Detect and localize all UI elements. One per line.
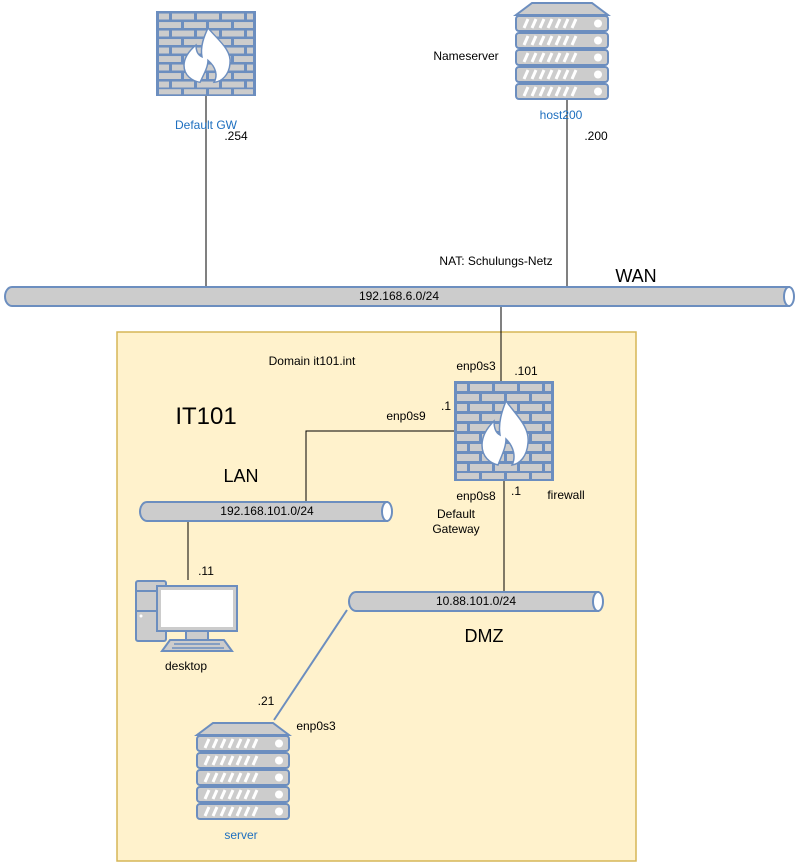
wan-name-label: WAN — [615, 266, 656, 286]
firewall-wan-ip: .101 — [514, 364, 538, 378]
zone-title: IT101 — [175, 403, 236, 430]
wan-bus[interactable] — [4, 286, 795, 307]
lan-bus[interactable] — [139, 501, 393, 522]
server-icon[interactable] — [195, 721, 291, 821]
server-interface: enp0s3 — [296, 719, 336, 733]
host200-role-label: Nameserver — [433, 49, 498, 63]
firewall-lan-ip: .1 — [441, 399, 451, 413]
host200-label: host200 — [540, 108, 583, 122]
firewall-role-line2: Gateway — [432, 522, 479, 536]
firewall-role-line1: Default — [437, 507, 476, 521]
server-label: server — [224, 828, 257, 842]
wan-subnet-label: 192.168.6.0/24 — [359, 289, 439, 303]
lan-name-label: LAN — [223, 466, 258, 486]
desktop-ip: .11 — [198, 564, 214, 578]
wire-firewall-lan — [305, 430, 455, 502]
wan-nat-note: NAT: Schulungs-Netz — [439, 254, 552, 268]
default-gw-label: Default GW — [175, 118, 238, 132]
lan-subnet-label: 192.168.101.0/24 — [220, 504, 314, 518]
firewall-icon[interactable] — [453, 380, 555, 482]
server-ip: .21 — [258, 694, 275, 708]
firewall-dmz-ip: .1 — [511, 484, 521, 498]
default-gw-ip: .254 — [224, 129, 248, 143]
domain-label: Domain it101.int — [269, 354, 356, 368]
firewall-wan-interface: enp0s3 — [456, 359, 496, 373]
dmz-subnet-label: 10.88.101.0/24 — [436, 594, 516, 608]
default-gw-firewall-icon[interactable] — [155, 10, 257, 97]
wire-dmz-server — [273, 609, 348, 721]
dmz-name-label: DMZ — [465, 626, 504, 646]
desktop-label: desktop — [165, 659, 207, 673]
firewall-label: firewall — [547, 488, 584, 502]
firewall-dmz-interface: enp0s8 — [456, 489, 496, 503]
host200-server-icon[interactable] — [514, 1, 610, 101]
dmz-bus[interactable] — [348, 591, 604, 612]
desktop-icon[interactable] — [135, 580, 238, 652]
host200-ip: .200 — [584, 129, 608, 143]
firewall-lan-interface: enp0s9 — [386, 409, 426, 423]
